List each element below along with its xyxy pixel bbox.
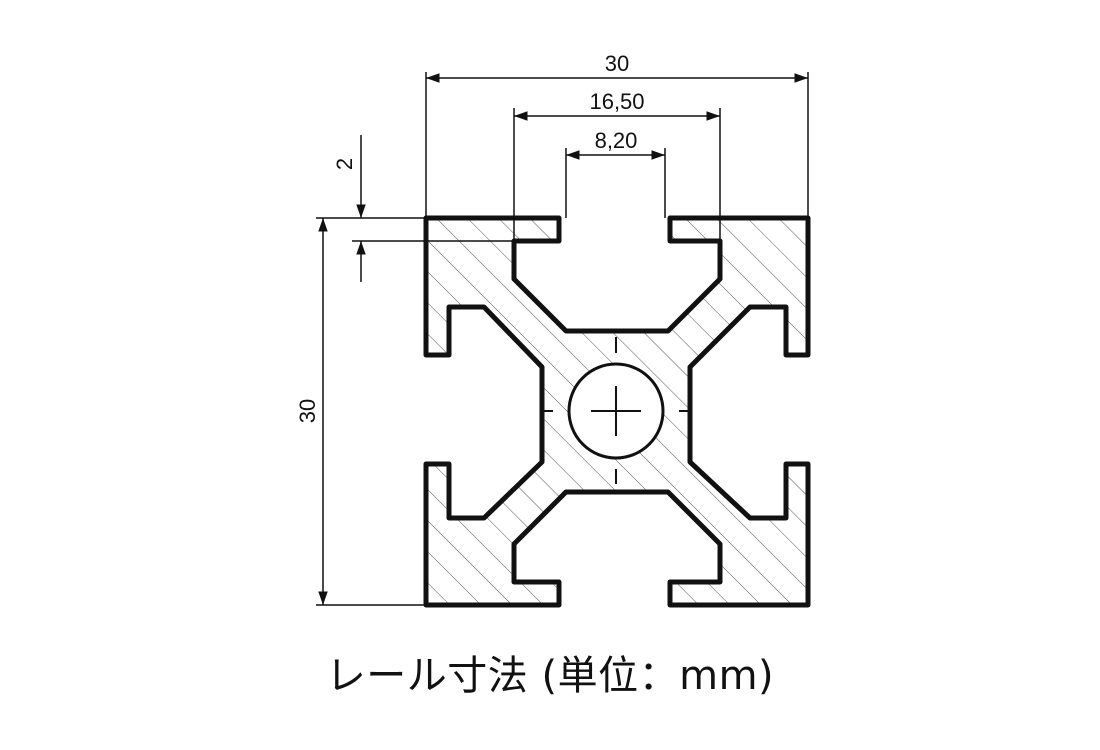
dimension-label-width-30: 30 <box>605 51 629 76</box>
dimension-label-width-16-50: 16,50 <box>589 89 644 114</box>
dimension-label-width-8-20: 8,20 <box>595 128 638 153</box>
dimension-label-height-30: 30 <box>295 399 320 423</box>
drawing-caption: レール寸法 (単位：mm) <box>325 653 775 699</box>
dimension-label-thickness-2: 2 <box>332 158 357 170</box>
